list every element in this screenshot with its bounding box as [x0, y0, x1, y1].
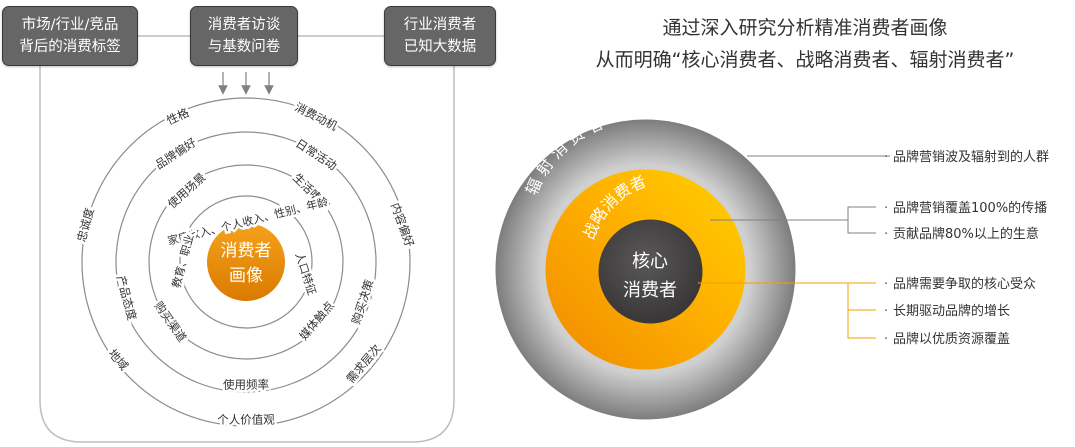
ring-second — [148, 164, 344, 360]
annotation-radiation: 品牌营销波及辐射到的人群 — [893, 149, 1049, 165]
center-label-line1: 消费者 — [221, 241, 272, 261]
label-pinpaipianhao: 品牌偏好 — [153, 135, 200, 172]
label-chanpintaidu: 产品态度 — [114, 274, 140, 323]
heading-line1: 通过深入研究分析精准消费者画像 — [662, 17, 948, 39]
ring-third — [115, 131, 377, 393]
label-xuqiucengci: 需求层次 — [343, 341, 384, 386]
label-diyu: 地域 — [106, 346, 132, 373]
bullet-dot: · — [884, 277, 888, 292]
source-box-bigdata: 行业消费者 已知大数据 — [384, 6, 496, 66]
label-renkoutezheng: 人口特征 — [292, 251, 319, 297]
annotation-core-2: 长期驱动品牌的增长 — [893, 303, 1010, 319]
leader-lines — [698, 155, 890, 339]
label-shiyongchangjing: 使用场景 — [165, 170, 209, 211]
bullet-dot: · — [884, 201, 888, 216]
outer-frame — [39, 62, 455, 443]
source-box-line1: 市场/行业/竞品 — [21, 17, 119, 33]
label-gerenjiazhiguan: 个人价值观 — [217, 413, 275, 427]
source-box-line2: 与基数问卷 — [207, 39, 281, 55]
bullet-dot: · — [884, 332, 888, 347]
label-neirongpianhao: 内容偏好 — [388, 201, 417, 249]
center-circle — [205, 221, 287, 303]
bullet-dot: · — [884, 150, 888, 165]
center-label-line2: 画像 — [229, 266, 263, 286]
source-box-interview: 消费者访谈 与基数问卷 — [190, 6, 298, 66]
source-box-line1: 行业消费者 — [403, 17, 477, 33]
annotation-strategic-1: 品牌营销覆盖100%的传播 — [893, 200, 1047, 216]
heading-line2: 从而明确“核心消费者、战略消费者、辐射消费者” — [595, 49, 1015, 71]
annotation-strategic-2: 贡献品牌80%以上的生意 — [893, 226, 1039, 242]
annotation-core-1: 品牌需要争取的核心受众 — [893, 276, 1036, 292]
source-box-line2: 已知大数据 — [403, 39, 477, 55]
core-label-line2: 消费者 — [623, 280, 677, 301]
bullet-dot: · — [884, 304, 888, 319]
label-richanghuodong: 日常活动 — [293, 136, 339, 173]
source-box-line1: 消费者访谈 — [207, 17, 281, 33]
source-box-line2: 背后的消费标签 — [19, 39, 121, 55]
label-shiyongpinlv: 使用频率 — [223, 378, 269, 392]
core-circle — [598, 219, 703, 324]
ring-outer — [81, 97, 411, 427]
annotation-core-3: 品牌以优质资源覆盖 — [893, 331, 1010, 347]
ring-inner — [179, 195, 313, 329]
label-zhiye-jiaoyu: 教育、职业、 — [169, 222, 200, 289]
label-zhongchengdu: 忠诚度 — [74, 206, 97, 243]
core-label-line1: 核心 — [632, 251, 668, 272]
label-xiaofeidongji: 消费动机 — [293, 100, 341, 134]
source-box-market: 市场/行业/竞品 背后的消费标签 — [2, 6, 138, 66]
label-meitichudian: 媒体触点 — [296, 299, 336, 343]
bullet-dot: · — [884, 227, 888, 242]
label-goumaiqudao: 购买渠道 — [151, 299, 189, 345]
label-goumaijuece: 购买决策 — [349, 277, 377, 326]
